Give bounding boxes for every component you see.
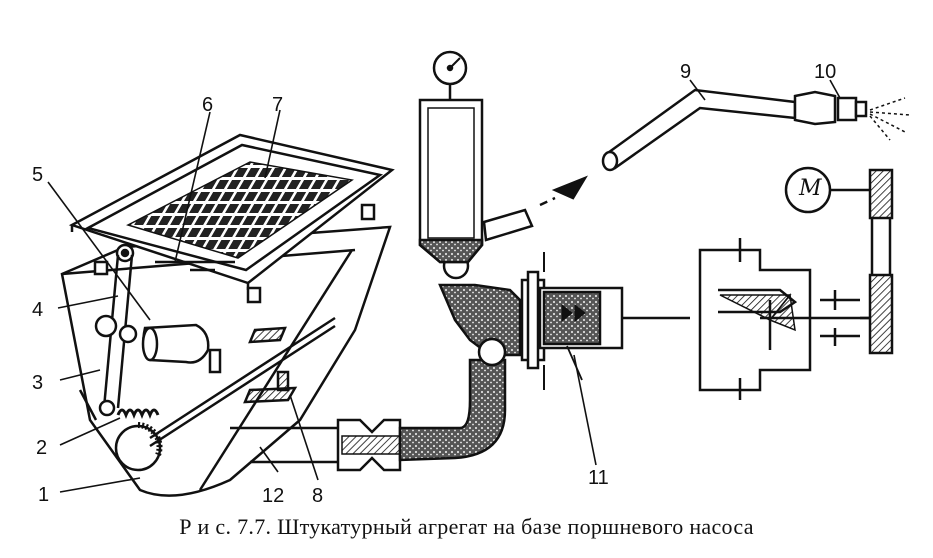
leader-lines xyxy=(47,79,841,493)
air-chamber xyxy=(418,50,484,264)
label-11: 11 xyxy=(588,467,609,489)
label-6: 6 xyxy=(202,94,214,116)
label-3: 3 xyxy=(32,372,44,394)
electric-motor-drive xyxy=(784,166,894,355)
suction-pipe xyxy=(230,418,403,472)
piston-pump xyxy=(398,252,690,462)
figure-caption: Р и с. 7.7. Штукатурный агрегат на базе … xyxy=(179,514,754,539)
label-5: 5 xyxy=(32,164,44,186)
label-9: 9 xyxy=(680,61,692,83)
hopper-drive xyxy=(94,243,336,472)
label-7: 7 xyxy=(272,94,284,116)
label-1: 1 xyxy=(38,484,50,506)
label-12: 12 xyxy=(262,485,285,507)
label-8: 8 xyxy=(312,485,324,507)
label-2: 2 xyxy=(36,437,48,459)
label-10: 10 xyxy=(814,61,837,83)
gear-mechanism xyxy=(698,238,870,400)
delivery-hose xyxy=(482,175,588,242)
vibrating-screen xyxy=(68,133,395,304)
spray-hose xyxy=(601,88,911,172)
label-4: 4 xyxy=(32,299,44,321)
motor-label: M xyxy=(799,176,822,201)
